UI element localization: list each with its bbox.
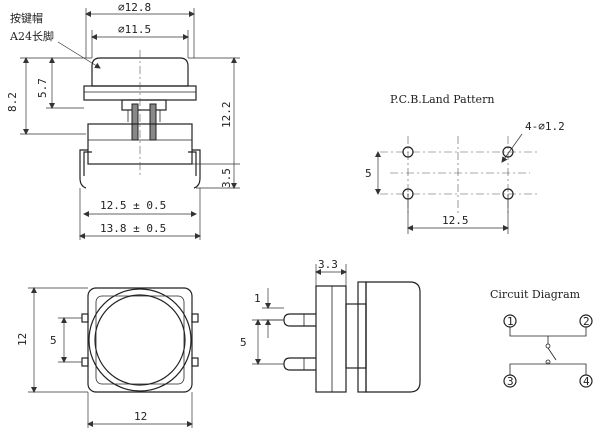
dim-leg-length: 3.5 xyxy=(220,168,233,188)
dim-total-height: 8.2 xyxy=(6,92,19,112)
top-dim-pin: 5 xyxy=(50,334,57,347)
dim-cap-height: 5.7 xyxy=(36,78,49,98)
dim-height-right: 12.2 xyxy=(220,102,233,129)
pcb-title: P.C.B.Land Pattern xyxy=(390,93,494,106)
circuit-pin-1: 1 xyxy=(507,315,514,328)
circuit-diagram: Circuit Diagram 1 2 3 4 xyxy=(490,288,593,388)
profile-dim-pin-span: 5 xyxy=(240,336,247,349)
circuit-pin-3: 3 xyxy=(507,375,514,388)
dim-inner-diameter: ⌀11.5 xyxy=(118,23,151,36)
note-keycap: 按键帽 xyxy=(10,11,43,25)
top-view: 12 5 12 xyxy=(16,287,199,428)
dim-body-span: 13.8 ± 0.5 xyxy=(100,222,166,235)
pcb-dim-horizontal: 12.5 xyxy=(442,214,469,227)
circuit-pin-4: 4 xyxy=(583,375,590,388)
pcb-dim-vertical: 5 xyxy=(365,167,372,180)
dim-outer-diameter: ⌀12.8 xyxy=(118,1,151,14)
side-view: ⌀12.8 ⌀11.5 按键帽 A24长脚 8.2 xyxy=(6,1,240,240)
note-long-leg: A24长脚 xyxy=(9,29,54,43)
circuit-pin-2: 2 xyxy=(583,315,590,328)
profile-dim-pin-small: 1 xyxy=(254,292,261,305)
profile-view: 3.3 1 5 xyxy=(240,258,421,393)
top-dim-bottom: 12 xyxy=(134,410,147,423)
circuit-title: Circuit Diagram xyxy=(490,288,581,301)
pcb-hole-label: 4-⌀1.2 xyxy=(525,120,565,133)
pcb-land-pattern: P.C.B.Land Pattern 4-⌀1.2 5 12.5 xyxy=(365,93,565,234)
dim-pin-span: 12.5 ± 0.5 xyxy=(100,199,166,212)
top-dim-left: 12 xyxy=(16,333,29,346)
profile-dim-top: 3.3 xyxy=(318,258,338,271)
